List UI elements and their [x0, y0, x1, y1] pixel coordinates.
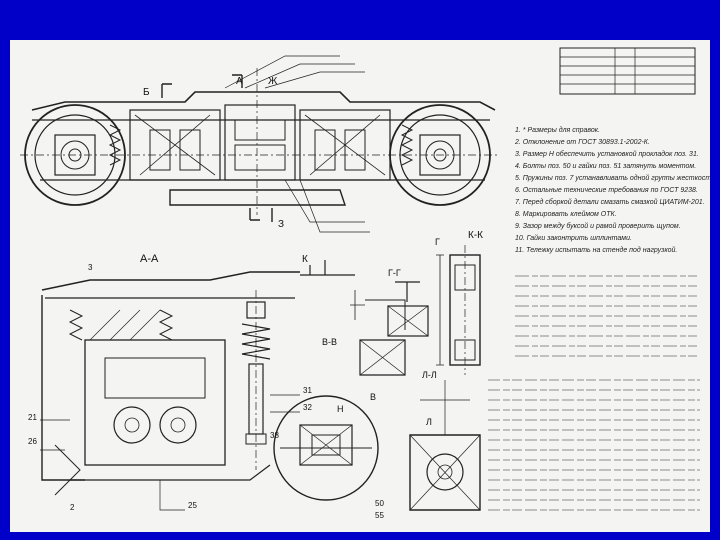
cut-marker-g: Г [435, 237, 440, 247]
section-k-k [300, 260, 406, 376]
bogie-side-view [20, 55, 500, 233]
position-number: 31 [303, 386, 312, 395]
position-number: 50 [375, 499, 384, 508]
position-number: 55 [375, 511, 384, 520]
section-a-a-label: А-А [140, 253, 159, 265]
title-block [559, 47, 696, 95]
position-number: 32 [303, 403, 312, 412]
section-v-v-detail [273, 395, 379, 501]
section-k-k-label: К-К [468, 230, 483, 241]
section-v-v-label: В-В [322, 337, 337, 347]
cut-marker-n: Н [337, 404, 344, 414]
cut-marker-b: Б [143, 87, 150, 98]
position-number: 38 [270, 431, 279, 440]
bogie-drawing: 1. * Размеры для справок. 2. Отклонение … [20, 47, 710, 520]
cut-marker-l: Л [426, 417, 432, 427]
position-number: 21 [28, 413, 37, 422]
section-g-g-label: Г-Г [388, 268, 401, 278]
position-number: 2 [70, 503, 75, 512]
cut-marker-v: В [370, 392, 376, 402]
note-line: 2. Отклонение от ГОСТ 30893.1-2002-К. [514, 139, 650, 146]
drawing-sheet: 1. * Размеры для справок. 2. Отклонение … [10, 40, 710, 532]
section-g-g [387, 281, 429, 337]
note-line: 5. Пружины поз. 7 устанавливать одной гр… [515, 174, 710, 182]
section-l-l-label: Л-Л [422, 370, 437, 380]
note-line: 10. Гайки законтрить шплинтами. [515, 234, 632, 242]
cut-marker-k: К [302, 254, 308, 265]
technical-notes: 1. * Размеры для справок. 2. Отклонение … [488, 126, 710, 511]
position-number: 3 [88, 263, 93, 272]
position-number: 26 [28, 437, 37, 446]
note-line: 11. Тележку испытать на стенде под нагру… [515, 246, 677, 254]
cut-marker-z: З [278, 219, 284, 230]
vertical-part-drawing [436, 245, 481, 375]
note-line: 8. Маркировать клеймом ОТК. [515, 210, 617, 218]
section-a-a [40, 271, 300, 511]
note-line: 9. Зазор между буксой и рамой проверить … [515, 222, 681, 230]
section-l-l-detail [409, 380, 481, 511]
position-number: 25 [188, 501, 197, 510]
note-line: 6. Остальные технические требования по Г… [515, 186, 698, 194]
note-line: 4. Болты поз. 50 и гайки поз. 51 затянут… [515, 162, 696, 170]
note-line: 7. Перед сборкой детали смазать смазкой … [515, 198, 705, 206]
notes-header: 1. * Размеры для справок. [515, 126, 600, 134]
cut-marker-a: А [236, 76, 243, 87]
cut-marker-zh: Ж [268, 76, 278, 87]
note-line: 3. Размер Н обеспечить установкой прокла… [515, 150, 699, 158]
